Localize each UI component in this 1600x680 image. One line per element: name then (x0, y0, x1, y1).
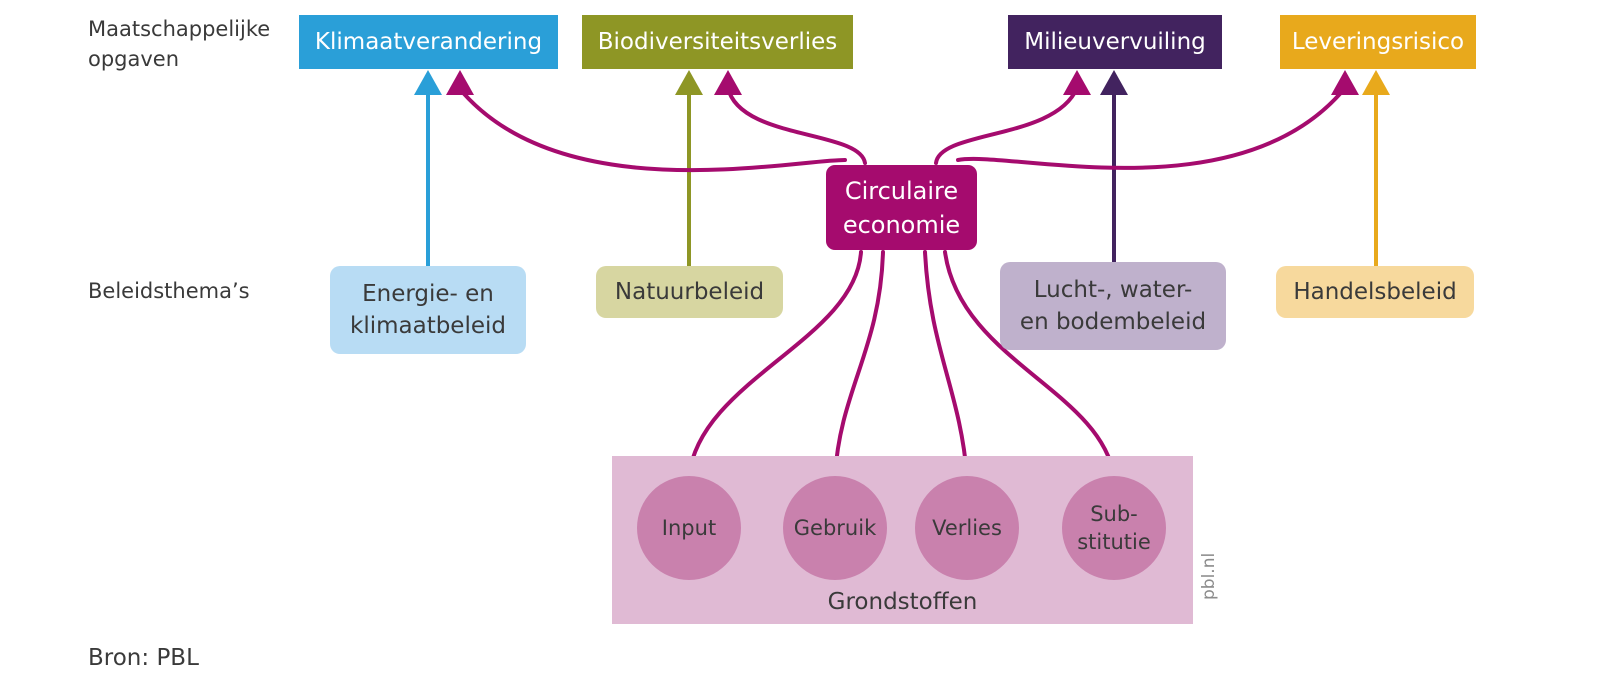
opgave-biodiversiteitsverlies: Biodiversiteitsverlies (582, 15, 853, 69)
arrowhead-ce-biodiversiteit (714, 70, 742, 95)
circle-label: Verlies (932, 516, 1002, 540)
arrowhead-energie (414, 70, 442, 95)
thema-lucht-water-bodem: Lucht-, water- en bodembeleid (1000, 262, 1226, 350)
thema-handelsbeleid: Handelsbeleid (1276, 266, 1474, 318)
curve-to-input (687, 250, 863, 478)
arrowhead-ce-milieuvervuiling (1063, 70, 1091, 95)
circle-label: Gebruik (793, 516, 877, 540)
curve-to-verlies (923, 250, 969, 478)
centre-line-1: Circulaire (844, 176, 959, 205)
thema-line: en bodembeleid (1019, 309, 1207, 335)
arrowhead-lucht-water-bodem (1100, 70, 1128, 95)
thema-natuurbeleid: Natuurbeleid (596, 266, 783, 318)
thema-line: Energie- en (362, 281, 494, 307)
centre-line-2: economie (842, 210, 961, 239)
thema-line: Natuurbeleid (614, 279, 765, 305)
grondstoffen-label: Grondstoffen (827, 589, 978, 615)
curve-to-substitutie (943, 250, 1116, 478)
thema-line: Handelsbeleid (1293, 279, 1457, 305)
thema-energie-klimaat: Energie- en klimaatbeleid (330, 266, 526, 354)
grondstof-gebruik: Gebruik (783, 476, 887, 580)
curve-to-biodiversiteit (726, 86, 867, 165)
circle-label: Input (661, 516, 717, 540)
row-label-opgaven: Maatschappelijke opgaven (88, 17, 271, 71)
thema-line: klimaatbeleid (350, 313, 506, 339)
grondstof-input: Input (637, 476, 741, 580)
row-label-themas: Beleidsthema’s (88, 279, 250, 303)
grondstof-substitutie: Sub- stitutie (1062, 476, 1166, 580)
arrowhead-handel (1362, 70, 1390, 95)
curve-to-gebruik (833, 250, 885, 478)
opgave-milieuvervuiling: Milieuvervuiling (1008, 15, 1222, 69)
grondstof-verlies: Verlies (915, 476, 1019, 580)
curve-to-milieuvervuiling (934, 86, 1079, 165)
opgave-klimaatverandering: Klimaatverandering (299, 15, 558, 69)
source-note: Bron: PBL (88, 645, 199, 671)
opgave-leveringsrisico: Leveringsrisico (1280, 15, 1476, 69)
arrowhead-natuur (675, 70, 703, 95)
curve-to-klimaat (457, 86, 847, 173)
circle-label: stitutie (1077, 530, 1151, 554)
credit-watermark: pbl.nl (1199, 552, 1219, 600)
arrowhead-ce-klimaat (446, 70, 474, 95)
thema-line: Lucht-, water- (1033, 277, 1193, 303)
circulaire-economie-node: Circulaire economie (826, 165, 977, 250)
circle-label: Sub- (1090, 502, 1138, 526)
curve-to-leveringsrisico (956, 86, 1347, 170)
arrowhead-ce-leveringsrisico (1331, 70, 1359, 95)
